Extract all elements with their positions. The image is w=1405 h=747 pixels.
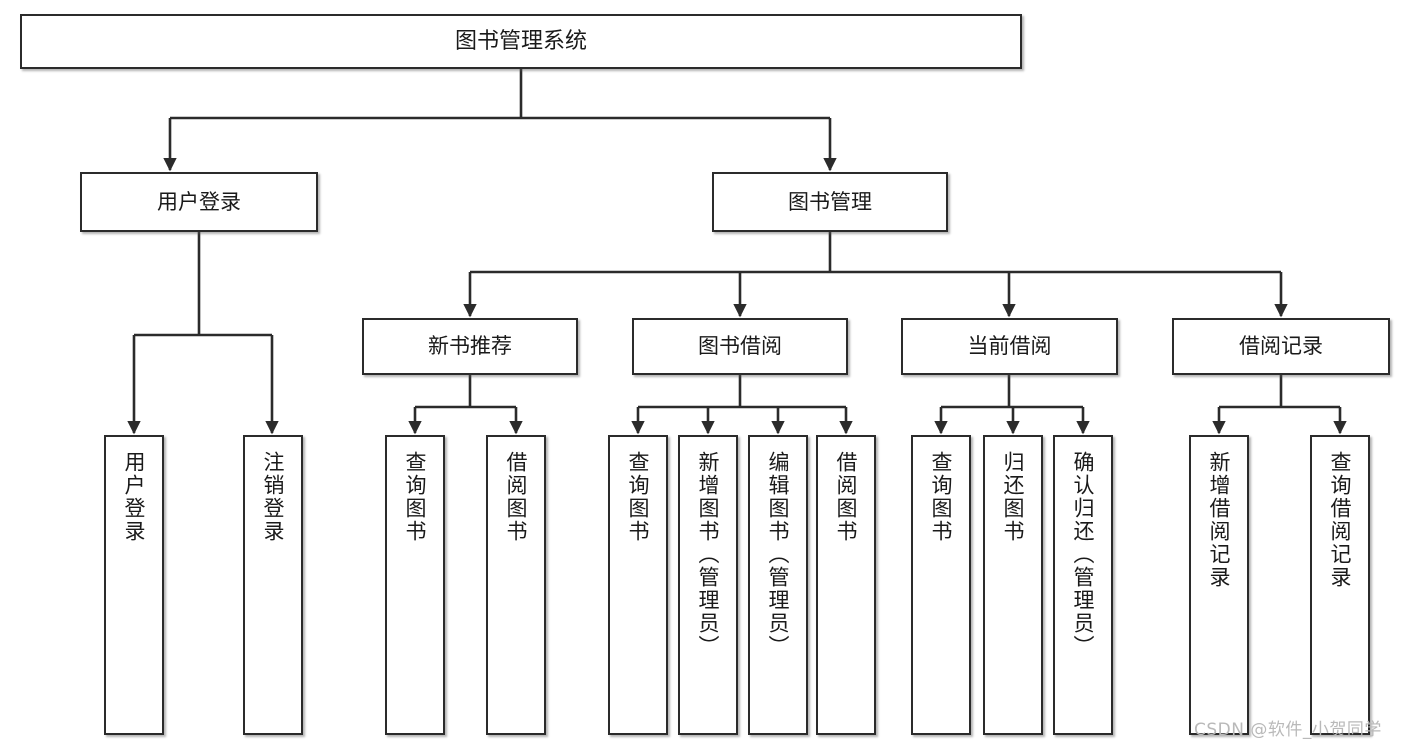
- node-leaf-新书推荐-查询图书[interactable]: 查询图书: [385, 435, 445, 735]
- node-label: 用户登录: [157, 189, 241, 214]
- node-label: 查询图书: [929, 451, 954, 543]
- node-label: 图书管理: [788, 189, 872, 214]
- node-leaf-当前借阅-归还图书[interactable]: 归还图书: [983, 435, 1043, 735]
- node-label: 用户登录: [122, 451, 147, 543]
- node-label: 确认归还（管理员）: [1071, 451, 1096, 658]
- csdn-watermark: CSDN @软件_小贺同学: [1194, 720, 1382, 740]
- node-label: 借阅图书: [504, 451, 529, 543]
- node-label: 查询图书: [626, 451, 651, 543]
- node-leaf-图书借阅-编辑图书管理员[interactable]: 编辑图书（管理员）: [748, 435, 808, 735]
- node-label: 图书借阅: [698, 334, 782, 359]
- node-label: 借阅图书: [834, 451, 859, 543]
- node-leaf-借阅记录-新增借阅记录[interactable]: 新增借阅记录: [1189, 435, 1249, 735]
- node-leaf-图书借阅-借阅图书[interactable]: 借阅图书: [816, 435, 876, 735]
- node-level3-图书借阅[interactable]: 图书借阅: [632, 318, 848, 375]
- node-level3-当前借阅[interactable]: 当前借阅: [901, 318, 1118, 375]
- node-label: 注销登录: [261, 451, 286, 543]
- node-label: 查询借阅记录: [1328, 451, 1353, 589]
- node-label: 新增借阅记录: [1207, 451, 1232, 589]
- node-level3-新书推荐[interactable]: 新书推荐: [362, 318, 578, 375]
- node-label: 新增图书（管理员）: [696, 451, 721, 658]
- node-leaf-借阅记录-查询借阅记录[interactable]: 查询借阅记录: [1310, 435, 1370, 735]
- node-root-label: 图书管理系统: [454, 28, 587, 54]
- node-leaf-图书借阅-查询图书[interactable]: 查询图书: [608, 435, 668, 735]
- node-leaf-用户登录-用户登录[interactable]: 用户登录: [104, 435, 164, 735]
- node-root[interactable]: 图书管理系统: [20, 14, 1022, 69]
- node-label: 借阅记录: [1239, 334, 1323, 359]
- node-label: 编辑图书（管理员）: [766, 451, 791, 658]
- node-level3-借阅记录[interactable]: 借阅记录: [1172, 318, 1390, 375]
- node-leaf-当前借阅-确认归还管理员[interactable]: 确认归还（管理员）: [1053, 435, 1113, 735]
- node-label: 当前借阅: [967, 334, 1052, 359]
- node-leaf-当前借阅-查询图书[interactable]: 查询图书: [911, 435, 971, 735]
- node-label: 新书推荐: [428, 334, 512, 359]
- node-level2-图书管理[interactable]: 图书管理: [712, 172, 948, 232]
- node-leaf-用户登录-注销登录[interactable]: 注销登录: [243, 435, 303, 735]
- node-label: 归还图书: [1001, 451, 1026, 543]
- node-level2-用户登录[interactable]: 用户登录: [80, 172, 318, 232]
- node-label: 查询图书: [403, 451, 428, 543]
- node-leaf-新书推荐-借阅图书[interactable]: 借阅图书: [486, 435, 546, 735]
- node-leaf-图书借阅-新增图书管理员[interactable]: 新增图书（管理员）: [678, 435, 738, 735]
